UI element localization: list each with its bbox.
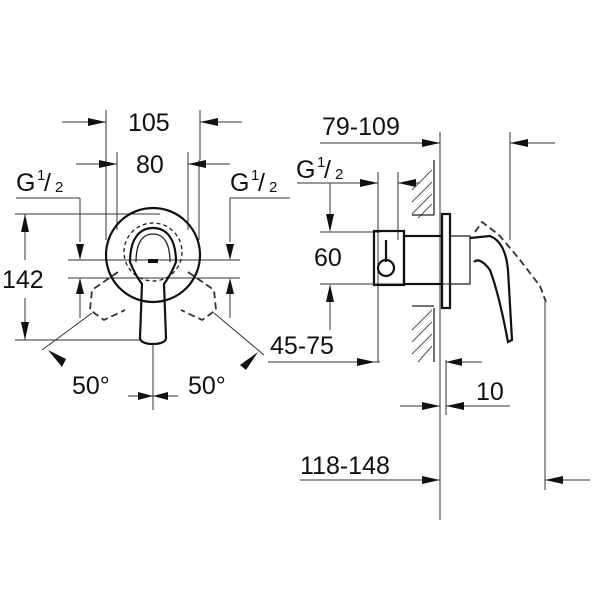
- dim-80-label: 80: [136, 151, 164, 179]
- dimension-10: 10: [400, 358, 510, 415]
- svg-text:G: G: [296, 156, 315, 184]
- dimension-105: 105: [62, 109, 242, 160]
- svg-text:2: 2: [269, 179, 277, 196]
- dim-45-75-label: 45-75: [270, 332, 334, 360]
- mixer-side: [372, 212, 547, 344]
- dim-142-label: 142: [2, 266, 44, 294]
- dimension-45-75: 45-75: [270, 332, 375, 366]
- svg-text:G: G: [16, 169, 35, 197]
- thread-label-right: G 1 / 2: [226, 167, 290, 260]
- svg-text:/: /: [258, 169, 265, 197]
- dim-10-label: 10: [476, 378, 504, 406]
- dimension-118-148: 118-148: [300, 302, 590, 490]
- svg-text:/: /: [324, 156, 331, 184]
- thread-label-left: G 1 / 2: [16, 167, 84, 260]
- svg-text:1: 1: [37, 167, 45, 184]
- dimension-79-109: 79-109: [320, 113, 555, 520]
- svg-text:/: /: [44, 169, 51, 197]
- thread-label-side: G 1 / 2: [296, 154, 420, 362]
- angle-left-label: 50°: [72, 372, 110, 400]
- side-view: 79-109 G 1 / 2 60 45-75: [270, 113, 590, 520]
- dim-79-109-label: 79-109: [322, 113, 400, 141]
- wall-section: [411, 160, 435, 363]
- mixer-front: [89, 206, 217, 346]
- angle-indicators: 50° 50°: [41, 312, 265, 410]
- dim-60-label: 60: [314, 244, 342, 272]
- svg-text:1: 1: [251, 167, 259, 184]
- angle-right-label: 50°: [188, 372, 226, 400]
- svg-text:1: 1: [317, 154, 325, 171]
- svg-text:2: 2: [335, 166, 343, 183]
- dimension-80: 80: [76, 151, 230, 240]
- dimension-142: 142: [2, 213, 160, 341]
- svg-text:2: 2: [55, 179, 63, 196]
- dim-105-label: 105: [128, 109, 170, 137]
- front-view: 105 80 G 1 / 2 G 1 /: [2, 109, 380, 410]
- dimension-60: 60: [314, 183, 470, 330]
- svg-text:G: G: [230, 169, 249, 197]
- dim-118-148-label: 118-148: [300, 452, 390, 480]
